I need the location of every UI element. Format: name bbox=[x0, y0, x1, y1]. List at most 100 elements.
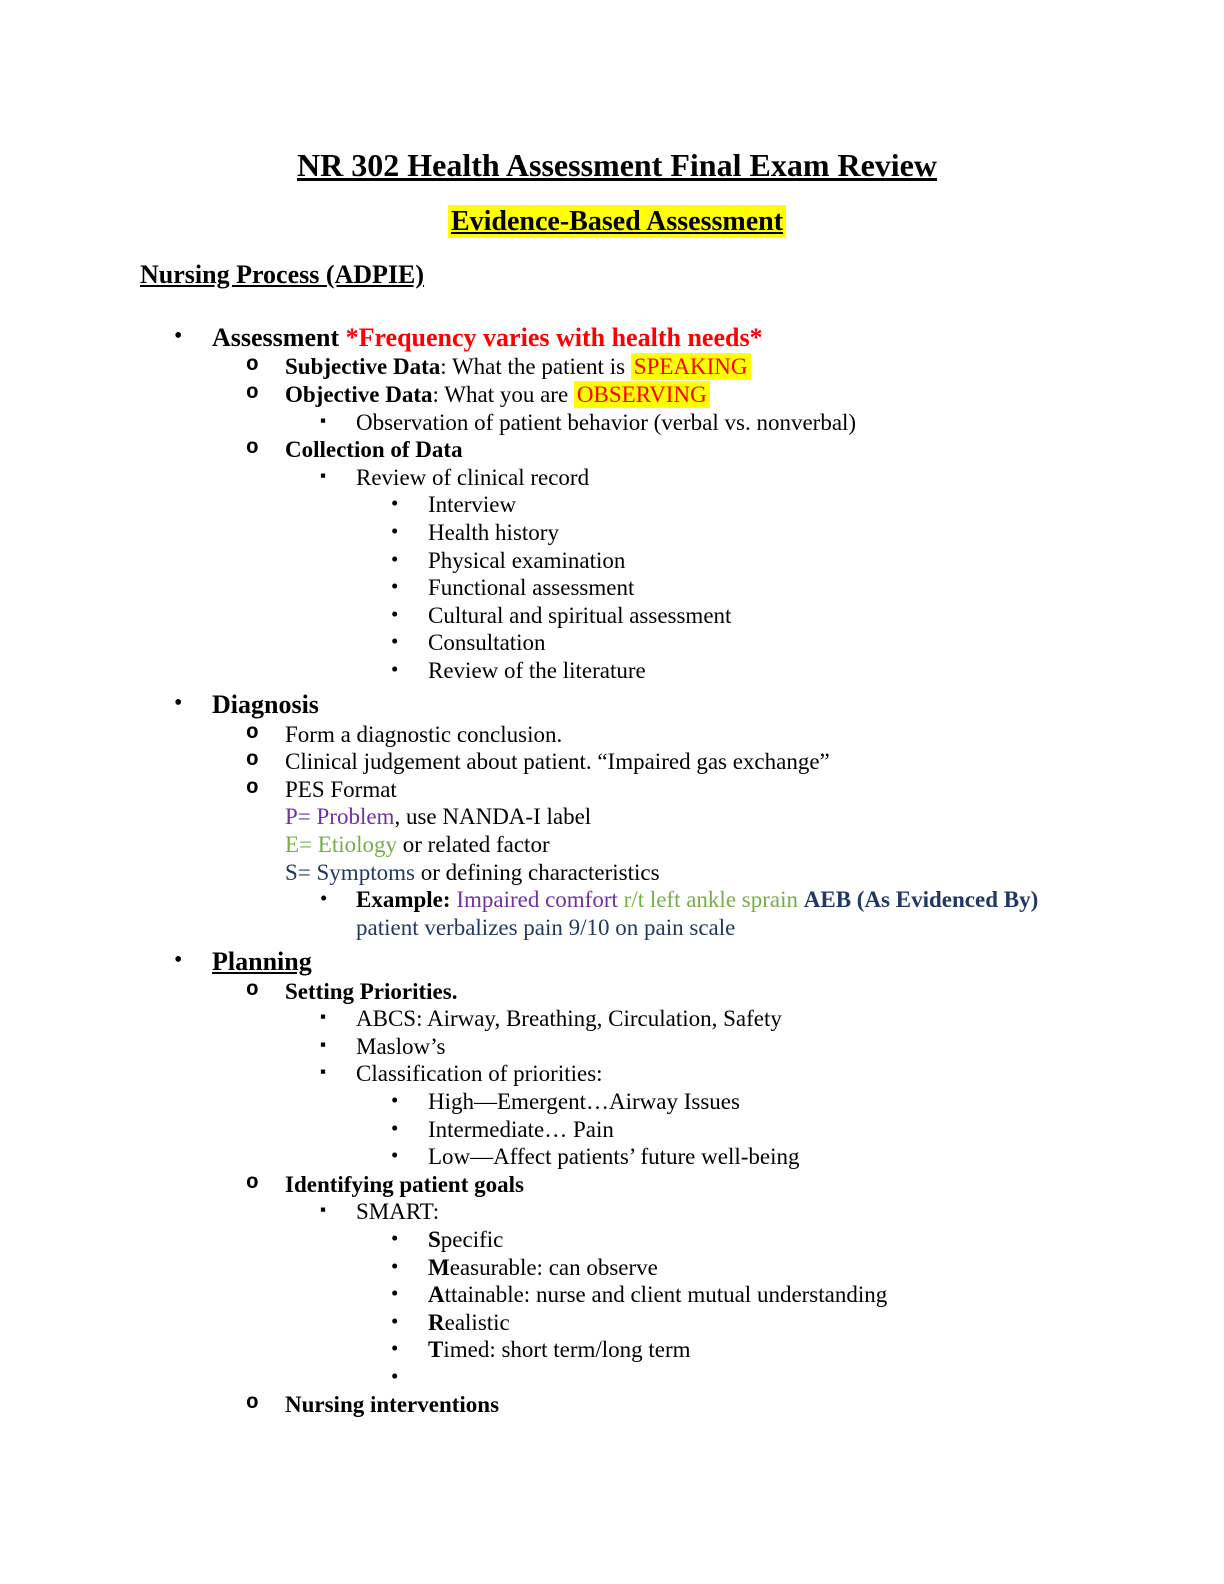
review-item: Physical examination bbox=[428, 547, 626, 573]
list-item-empty: • bbox=[140, 1364, 1094, 1391]
pes-symptoms-rest: or defining characteristics bbox=[414, 859, 660, 885]
list-item-pes-format: o PES Format bbox=[140, 776, 1094, 804]
list-item-smart-timed: • Timed: short term/long term bbox=[140, 1336, 1094, 1364]
list-item-smart: ▪ SMART: bbox=[140, 1198, 1094, 1226]
list-item-objective-data: o Objective Data: What you are OBSERVING bbox=[140, 380, 1094, 409]
observation-text: Observation of patient behavior (verbal … bbox=[356, 409, 857, 435]
bullet-icon: • bbox=[391, 518, 399, 543]
list-item-physical-examination: • Physical examination bbox=[140, 547, 1094, 575]
abcs-text: ABCS: Airway, Breathing, Circulation, Sa… bbox=[356, 1006, 782, 1032]
maslows-text: Maslow’s bbox=[356, 1033, 446, 1059]
review-item: Cultural and spiritual assessment bbox=[428, 602, 732, 628]
list-item-functional-assessment: • Functional assessment bbox=[140, 574, 1094, 602]
example-problem: Impaired comfort bbox=[456, 887, 624, 913]
bullet-icon: • bbox=[174, 690, 183, 717]
nursing-interventions-label: Nursing interventions bbox=[285, 1391, 500, 1417]
list-item-identifying-goals: o Identifying patient goals bbox=[140, 1171, 1094, 1199]
bullet-icon: o bbox=[246, 354, 259, 378]
list-item-health-history: • Health history bbox=[140, 519, 1094, 547]
bullet-icon: • bbox=[391, 1143, 399, 1168]
adpie-list: • Assessment *Frequency varies with heal… bbox=[140, 322, 1094, 1418]
bullet-icon: • bbox=[391, 629, 399, 654]
list-item-diagnostic-conclusion: o Form a diagnostic conclusion. bbox=[140, 721, 1094, 749]
pes-etiology-line: E= Etiology or related factor bbox=[140, 831, 1094, 859]
assessment-note: *Frequency varies with health needs* bbox=[345, 323, 763, 353]
list-item-smart-measurable: • Measurable: can observe bbox=[140, 1254, 1094, 1282]
bullet-icon: ▪ bbox=[320, 1062, 327, 1082]
review-item: Consultation bbox=[428, 630, 546, 656]
page-subtitle: Evidence-Based Assessment bbox=[140, 205, 1094, 239]
priority-item: High—Emergent…Airway Issues bbox=[428, 1088, 740, 1114]
smart-rest: easurable: can observe bbox=[449, 1254, 658, 1280]
example-label: Example: bbox=[356, 887, 457, 913]
objective-data-text: : What you are bbox=[432, 381, 574, 407]
smart-rest: imed: short term/long term bbox=[443, 1337, 691, 1363]
list-item-consultation: • Consultation bbox=[140, 629, 1094, 657]
smart-letter: S bbox=[428, 1226, 441, 1252]
bullet-icon: o bbox=[246, 978, 259, 1002]
assessment-label: Assessment bbox=[212, 323, 346, 353]
list-item-priority-high: • High—Emergent…Airway Issues bbox=[140, 1088, 1094, 1116]
list-item-diagnosis: • Diagnosis bbox=[140, 689, 1094, 720]
bullet-icon: • bbox=[391, 601, 399, 626]
review-item: Interview bbox=[428, 492, 517, 518]
review-label: Review of clinical record bbox=[356, 464, 590, 490]
objective-data-highlight: OBSERVING bbox=[573, 380, 710, 408]
list-item-collection-of-data: o Collection of Data bbox=[140, 436, 1094, 464]
review-item: Health history bbox=[428, 519, 559, 545]
smart-letter: A bbox=[428, 1282, 445, 1308]
list-item-subjective-data: o Subjective Data: What the patient is S… bbox=[140, 353, 1094, 381]
bullet-icon: • bbox=[174, 323, 183, 350]
example-symptom: patient verbalizes pain 9/10 on pain sca… bbox=[356, 914, 736, 940]
list-item-smart-realistic: • Realistic bbox=[140, 1309, 1094, 1337]
classification-label: Classification of priorities: bbox=[356, 1061, 603, 1087]
bullet-icon: ▪ bbox=[320, 410, 327, 430]
pes-etiology-rest: or related factor bbox=[397, 832, 550, 858]
bullet-icon: ▪ bbox=[320, 1200, 327, 1220]
smart-label: SMART: bbox=[356, 1199, 440, 1225]
list-item-setting-priorities: o Setting Priorities. bbox=[140, 978, 1094, 1006]
setting-priorities-label: Setting Priorities. bbox=[285, 978, 458, 1004]
priority-item: Low—Affect patients’ future well-being bbox=[428, 1144, 800, 1170]
pes-symptoms-line: S= Symptoms or defining characteristics bbox=[140, 859, 1094, 887]
review-item: Functional assessment bbox=[428, 575, 635, 601]
bullet-icon: • bbox=[320, 886, 328, 911]
list-item-interview: • Interview bbox=[140, 491, 1094, 519]
diagnosis-label: Diagnosis bbox=[212, 690, 319, 720]
bullet-icon: • bbox=[391, 1087, 399, 1112]
bullet-icon: ▪ bbox=[320, 465, 327, 485]
bullet-icon: • bbox=[391, 1115, 399, 1140]
pes-problem-line: P= Problem, use NANDA-I label bbox=[140, 803, 1094, 831]
smart-letter: T bbox=[428, 1337, 444, 1363]
subjective-data-text: : What the patient is bbox=[440, 354, 631, 380]
bullet-icon: o bbox=[246, 437, 259, 461]
list-item-priority-low: • Low—Affect patients’ future well-being bbox=[140, 1143, 1094, 1171]
pes-problem-colored: P= Problem bbox=[285, 804, 395, 830]
smart-rest: ealistic bbox=[444, 1309, 510, 1335]
bullet-icon: • bbox=[391, 574, 399, 599]
list-item-clinical-judgement: o Clinical judgement about patient. “Imp… bbox=[140, 748, 1094, 776]
list-item-assessment: • Assessment *Frequency varies with heal… bbox=[140, 322, 1094, 353]
bullet-icon: • bbox=[391, 1225, 399, 1250]
planning-label: Planning bbox=[212, 947, 312, 977]
review-item: Review of the literature bbox=[428, 657, 646, 683]
smart-rest: pecific bbox=[440, 1226, 504, 1252]
section-heading: Nursing Process (ADPIE) bbox=[140, 259, 425, 289]
example-etiology: r/t left ankle sprain bbox=[623, 887, 804, 913]
bullet-icon: • bbox=[391, 1336, 399, 1361]
list-item-pes-example: • Example: Impaired comfort r/t left ank… bbox=[140, 886, 1094, 941]
list-item-cultural-spiritual: • Cultural and spiritual assessment bbox=[140, 602, 1094, 630]
smart-letter: M bbox=[428, 1254, 450, 1280]
bullet-icon: ▪ bbox=[320, 1007, 327, 1027]
collection-label: Collection of Data bbox=[285, 437, 463, 463]
bullet-icon: o bbox=[246, 721, 259, 745]
bullet-icon: o bbox=[246, 1391, 259, 1415]
bullet-icon: • bbox=[391, 656, 399, 681]
bullet-icon: • bbox=[391, 1308, 399, 1333]
objective-data-label: Objective Data bbox=[285, 381, 433, 407]
list-item-priority-intermediate: • Intermediate… Pain bbox=[140, 1116, 1094, 1144]
bullet-icon: • bbox=[391, 1363, 399, 1388]
smart-rest: ttainable: nurse and client mutual under… bbox=[444, 1282, 888, 1308]
pes-problem-rest: , use NANDA-I label bbox=[394, 804, 592, 830]
